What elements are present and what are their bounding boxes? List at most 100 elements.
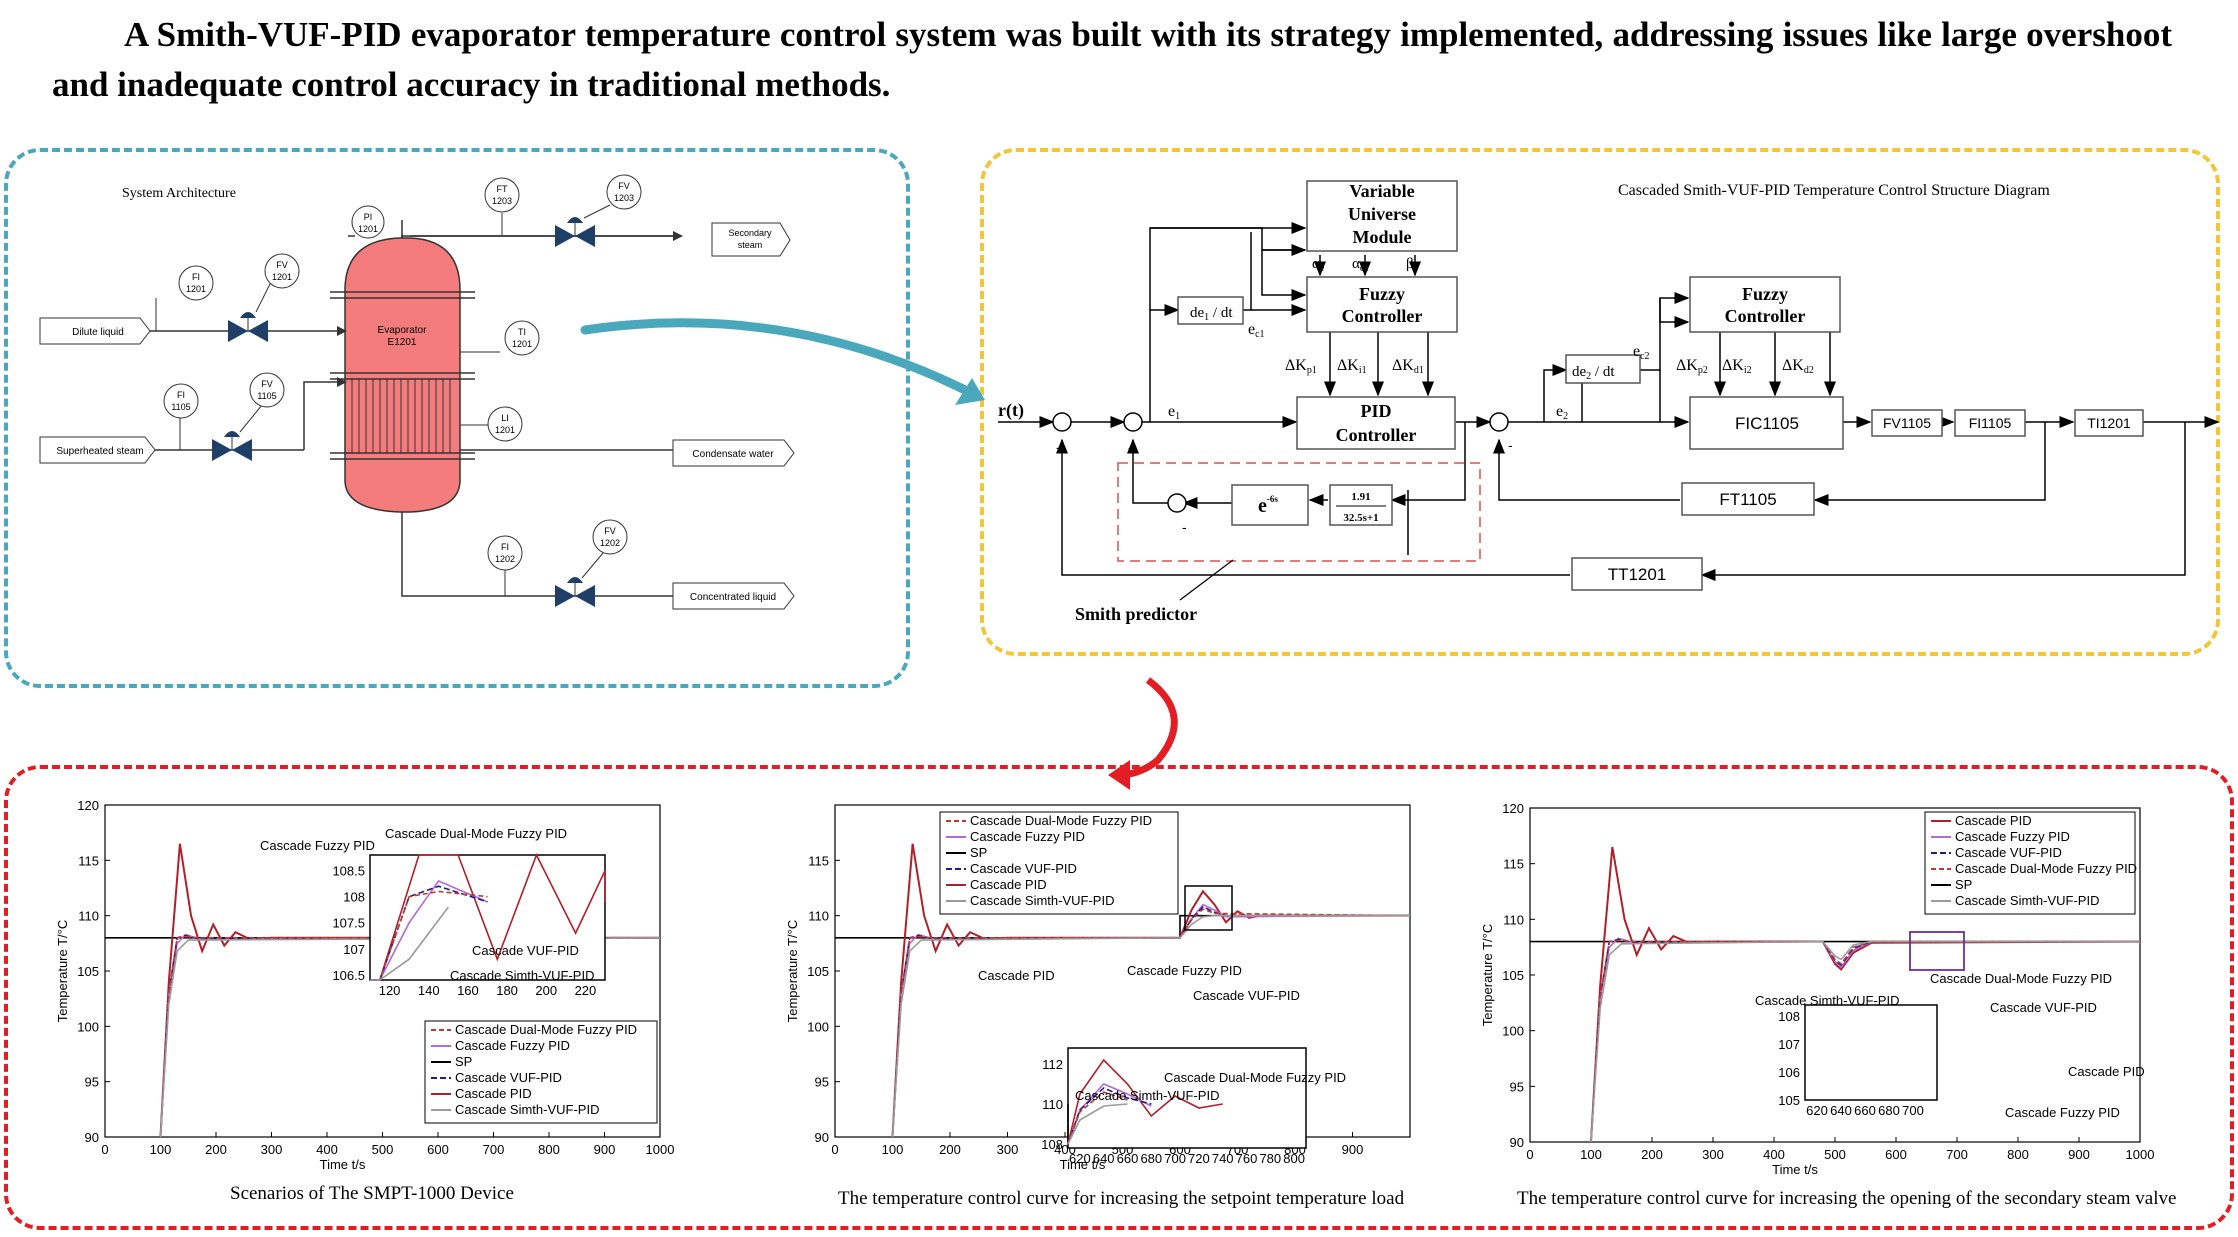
svg-text:FI: FI: [192, 272, 200, 282]
stream-dilute: Dilute liquid: [39, 317, 151, 345]
svg-text:1203: 1203: [614, 193, 634, 203]
legend-label: SP: [455, 1054, 472, 1069]
legend-label: Cascade Dual-Mode Fuzzy PID: [455, 1022, 637, 1037]
inset-x-tick-label: 620: [1069, 1151, 1091, 1166]
inset-y-tick-label: 106: [1778, 1065, 1800, 1080]
x-tick-label: 700: [1946, 1147, 1968, 1162]
x-tick-label: 100: [882, 1142, 904, 1157]
svg-text:e2: e2: [1556, 403, 1568, 422]
headline: A Smith-VUF-PID evaporator temperature c…: [52, 15, 2172, 104]
inset-annotation: Cascade PID: [978, 968, 1055, 983]
inset-y-tick-label: 108.5: [332, 864, 365, 879]
legend-label: Cascade VUF-PID: [1955, 845, 2062, 860]
pi1201: PI 1201: [351, 205, 385, 239]
inset-x-tick-label: 700: [1902, 1103, 1924, 1118]
svg-text:-: -: [1508, 437, 1513, 453]
x-axis-label: Time t/s: [1772, 1162, 1818, 1177]
inset-annotation: Cascade Dual-Mode Fuzzy PID: [1164, 1070, 1346, 1085]
legend-label: Cascade VUF-PID: [455, 1070, 562, 1085]
legend-label: Cascade Fuzzy PID: [970, 829, 1085, 844]
inset-series: [370, 890, 488, 981]
ti1201: TI1201: [504, 320, 540, 356]
inset-x-tick-label: 680: [1140, 1151, 1162, 1166]
fv1105-label: FV1105: [1883, 415, 1931, 431]
svg-text:de2 / dt: de2 / dt: [1572, 364, 1615, 382]
inset-x-tick-label: 700: [1164, 1151, 1186, 1166]
svg-text:Controller: Controller: [1336, 425, 1417, 445]
inset-y-tick-label: 107.5: [332, 916, 365, 931]
y-tick-label: 90: [1510, 1135, 1524, 1150]
valve-fv1202: [555, 577, 595, 607]
inset-series: [370, 906, 449, 981]
svg-text:1201: 1201: [495, 425, 515, 435]
svg-text:e-6s: e-6s: [1258, 494, 1278, 517]
legend-label: Cascade Fuzzy PID: [455, 1038, 570, 1053]
svg-text:FT: FT: [497, 184, 508, 194]
svg-text:PI: PI: [364, 212, 373, 222]
inset-y-tick-label: 108: [1778, 1009, 1800, 1024]
fuzzy1-label: Fuzzy: [1359, 284, 1405, 304]
svg-text:Controller: Controller: [1342, 306, 1423, 326]
inset-x-tick-label: 660: [1117, 1151, 1139, 1166]
reference-label: r(t): [998, 400, 1024, 421]
x-tick-label: 100: [150, 1142, 172, 1157]
inset-x-tick-label: 680: [1878, 1103, 1900, 1118]
valve-fv1203: [555, 217, 595, 247]
inset-y-tick-label: 105: [1778, 1093, 1800, 1108]
ft1105-label: FT1105: [1719, 490, 1776, 509]
svg-text:αe: αe: [1312, 256, 1325, 274]
fic1105-label: FIC1105: [1735, 414, 1799, 433]
svg-text:ΔKi1: ΔKi1: [1337, 357, 1367, 376]
inset-y-tick-label: 106.5: [332, 968, 365, 983]
y-tick-label: 105: [77, 964, 99, 979]
inset-series: [370, 885, 488, 981]
x-axis-label: Time t/s: [1060, 1157, 1106, 1172]
legend-label: Cascade Simth-VUF-PID: [970, 893, 1114, 908]
svg-text:1201: 1201: [358, 224, 378, 234]
svg-text:FI: FI: [501, 542, 509, 552]
y-tick-label: 110: [1503, 912, 1524, 927]
fv1105: FV1105: [249, 372, 285, 408]
svg-text:Secondary: Secondary: [728, 228, 772, 238]
x-tick-label: 500: [372, 1142, 394, 1157]
x-tick-label: 900: [594, 1142, 616, 1157]
svg-text:ΔKi2: ΔKi2: [1722, 357, 1752, 376]
y-tick-label: 120: [77, 798, 99, 813]
y-tick-label: 100: [807, 1019, 829, 1034]
svg-text:steam: steam: [738, 240, 763, 250]
x-tick-label: 200: [205, 1142, 227, 1157]
tt1201-label: TT1201: [1608, 565, 1667, 584]
series-cascade-pid: [1590, 846, 2141, 1143]
svg-text:-: -: [1128, 439, 1133, 455]
ti1201-label: TI1201: [2087, 415, 2131, 431]
zoom-box-3: [1909, 931, 1965, 971]
cascade-structure-panel: [980, 148, 2220, 656]
inset-x-tick-label: 740: [1212, 1151, 1234, 1166]
inset-annotation: Cascade Simth-VUF-PID: [1075, 1088, 1219, 1103]
legend-label: SP: [970, 845, 987, 860]
inset-annotation: Cascade VUF-PID: [472, 943, 579, 958]
inset-y-tick-label: 112: [1042, 1057, 1063, 1072]
system-architecture-panel: [4, 148, 910, 688]
x-tick-label: 600: [1885, 1147, 1907, 1162]
y-tick-label: 110: [808, 909, 829, 924]
legend-label: Cascade Simth-VUF-PID: [455, 1102, 599, 1117]
x-tick-label: 300: [1702, 1147, 1724, 1162]
svg-text:ΔKd2: ΔKd2: [1782, 357, 1814, 376]
x-tick-label: 1000: [646, 1142, 675, 1157]
evaporator-label: Evaporator: [378, 325, 428, 336]
svg-text:β: β: [1406, 256, 1414, 272]
svg-text:FV: FV: [276, 260, 288, 270]
inset-x-tick-label: 640: [1093, 1151, 1115, 1166]
svg-text:FI: FI: [177, 390, 185, 400]
svg-text:Module: Module: [1352, 227, 1411, 247]
inset-x-tick-label: 120: [379, 983, 401, 998]
svg-text:de1 / dt: de1 / dt: [1190, 305, 1233, 323]
inset-x-tick-label: 180: [496, 983, 518, 998]
svg-text:1201: 1201: [272, 272, 292, 282]
x-tick-label: 800: [2007, 1147, 2029, 1162]
